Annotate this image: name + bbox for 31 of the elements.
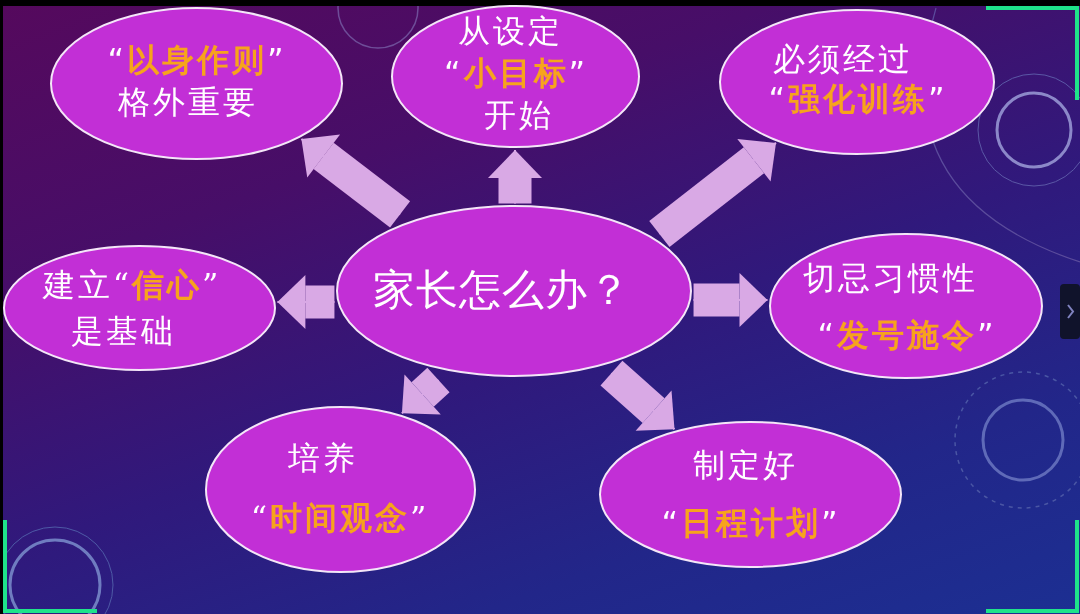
block-arrow	[692, 273, 769, 327]
node-label: 格外重要	[118, 86, 258, 118]
oval-node	[336, 205, 692, 377]
node-label: 切忌习惯性	[802, 262, 978, 294]
oval-node	[50, 7, 343, 160]
node-label: 制定好	[692, 449, 798, 481]
block-arrow	[488, 149, 542, 205]
block-arrow	[400, 367, 450, 415]
node-label: “强化训练”	[768, 83, 948, 115]
node-label: 家长怎么办？	[373, 269, 631, 311]
oval-node	[599, 421, 902, 568]
node-label: 建立“信心”	[42, 269, 222, 301]
block-arrow	[276, 275, 336, 329]
block-arrow	[600, 360, 676, 431]
oval-node	[391, 5, 640, 148]
node-label: 从设定	[457, 15, 563, 47]
node-label: 开始	[484, 99, 554, 131]
node-label: 必须经过	[773, 43, 913, 75]
oval-node	[205, 406, 476, 573]
oval-node	[3, 245, 276, 371]
node-label: “日程计划”	[661, 507, 841, 539]
node-label: “发号施令”	[817, 319, 997, 351]
block-arrow	[649, 139, 777, 247]
node-label: “以身作则”	[107, 44, 287, 76]
oval-node	[769, 233, 1043, 379]
block-arrow	[300, 134, 410, 228]
node-label: “时间观念”	[250, 502, 430, 534]
node-label: 是基础	[70, 315, 176, 347]
oval-node	[719, 9, 995, 155]
node-label: 培养	[288, 442, 358, 474]
node-label: “小目标”	[443, 57, 589, 89]
